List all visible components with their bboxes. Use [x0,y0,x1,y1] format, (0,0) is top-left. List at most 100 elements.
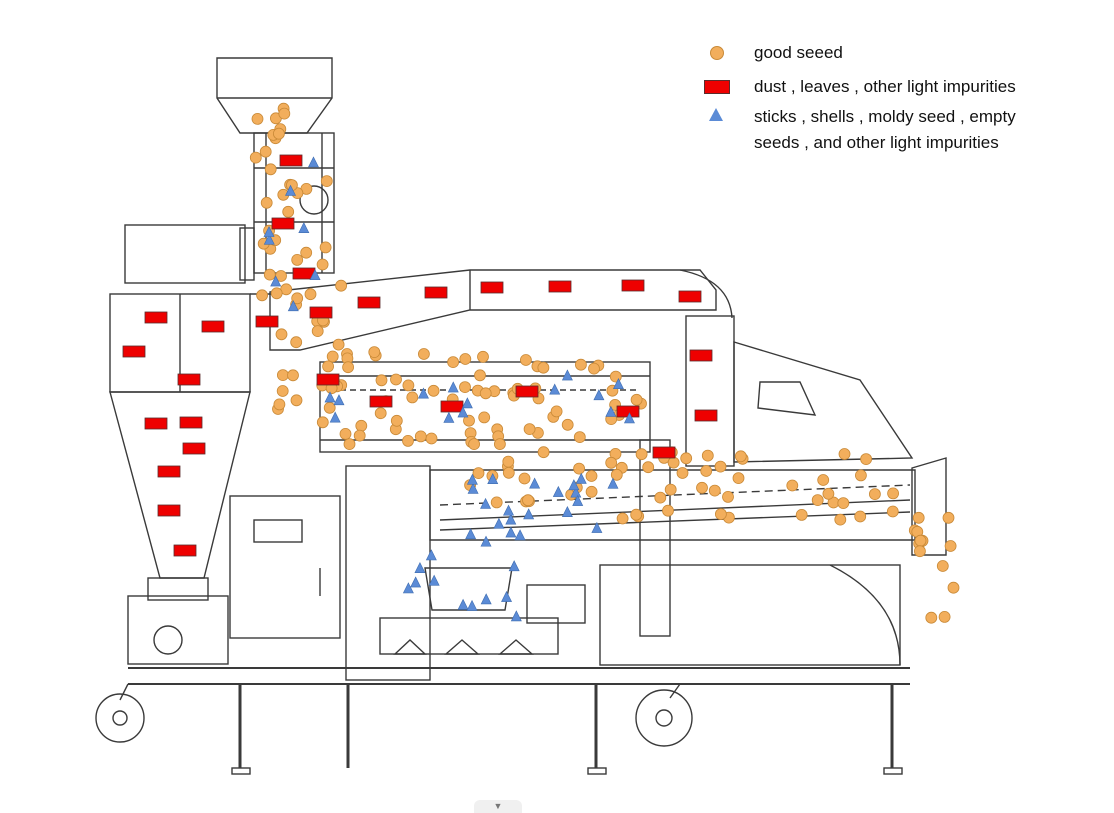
good-seed-dot [573,431,586,444]
good-seed-dot [947,581,960,594]
stick-particle [623,412,635,424]
good-seed-dot [914,545,926,558]
dust-particle [201,320,225,333]
wheel-right [635,689,693,747]
good-seed-dot [375,374,388,387]
good-seed-dot [944,540,957,552]
dust-marker-icon [700,74,740,98]
dust-particle [357,296,381,309]
legend-label: sticks , shells , moldy seed , empty see… [754,107,1016,152]
good-seed-dot [276,385,289,397]
dust-particle [173,544,197,557]
good-seed-dot [610,468,623,481]
stick-particle [607,477,619,489]
good-seed-dot [311,325,324,338]
good-seed-dot [616,512,629,525]
stick-particle [505,513,517,525]
good-seed-dot [523,423,536,436]
dust-particle [678,290,702,303]
good-seed-dot [427,384,440,397]
good-seed-dot [722,490,734,503]
dust-particle [621,279,645,292]
stick-particle [593,389,605,401]
good-seed-dot [353,429,366,442]
good-seed-dot [630,508,643,521]
good-seed-dot [855,469,867,482]
good-seed-dot [291,253,304,266]
good-seed-dot [786,479,799,492]
stick-particle [503,504,515,516]
stick-particle [552,485,564,497]
dust-particle [316,373,340,386]
dust-particle [157,504,181,517]
dust-particle [179,416,203,429]
stick-particle [591,521,603,533]
good-seed-dot [290,336,303,349]
good-seed-dot [478,411,491,424]
good-seed-dot [854,510,867,523]
good-seed-dot [522,494,534,507]
good-seed-particles [249,102,960,624]
lower-bin [599,564,901,666]
dust-particle [515,385,539,398]
stick-particle [307,156,319,168]
good-seed-dot [260,196,273,209]
dust-particle [271,217,295,230]
good-seed-dot [355,419,368,432]
good-seed-dot [708,484,721,497]
dust-particle [548,280,572,293]
good-seed-dot [837,497,850,510]
wheel-left [95,693,145,743]
air-duct [269,269,717,351]
good-seed-dot [585,485,598,498]
good-seed-dot [822,487,835,500]
dust-particle [157,465,181,478]
stick-particle [466,599,478,611]
good-seed-dot [402,379,415,392]
good-seed-dot [447,356,460,369]
stick-particle [410,576,422,588]
stick-particle [529,477,541,489]
good-seed-dot [273,398,286,411]
legend-label: good seeed [754,43,843,62]
good-seed-dot [635,448,648,461]
stick-particle [570,486,582,498]
stick-particle [480,535,492,547]
good-seed-dot [667,456,680,469]
good-seed-dot [275,328,288,341]
scroll-down-button[interactable]: ▼ [474,800,522,813]
good-seed-dot [256,289,269,302]
good-seed-dot [282,205,295,218]
stick-particle [575,472,587,484]
good-seed-dot [795,509,808,521]
good-seed-dot [700,465,713,477]
good-seed-dot [402,434,414,447]
good-seed-dot [278,107,291,120]
stick-particle [333,394,345,406]
stick-particle [561,505,573,517]
dust-particle [255,315,279,328]
stick-particle [508,560,520,572]
good-seed-dot [834,513,847,526]
dust-particle [279,154,303,167]
stick-particle [505,526,517,538]
good-seed-dot [319,241,332,254]
dust-particle [309,306,333,319]
good-seed-dot [368,346,381,359]
good-seed-dot [550,405,563,418]
good-seed-dot [734,450,747,463]
good-seed-dot [912,511,925,524]
light-impurity-particles [122,154,718,557]
dust-particle [177,373,201,386]
dust-particle [440,400,464,413]
stick-particle [466,473,478,485]
good-seed-dot [502,466,515,479]
good-seed-dot [300,246,313,259]
good-seed-dot [914,534,927,547]
good-seed-dot [322,360,335,373]
good-seed-dot [304,288,317,301]
stick-particle [480,593,492,605]
stick-particle [465,528,477,540]
machine-outline [95,57,947,775]
